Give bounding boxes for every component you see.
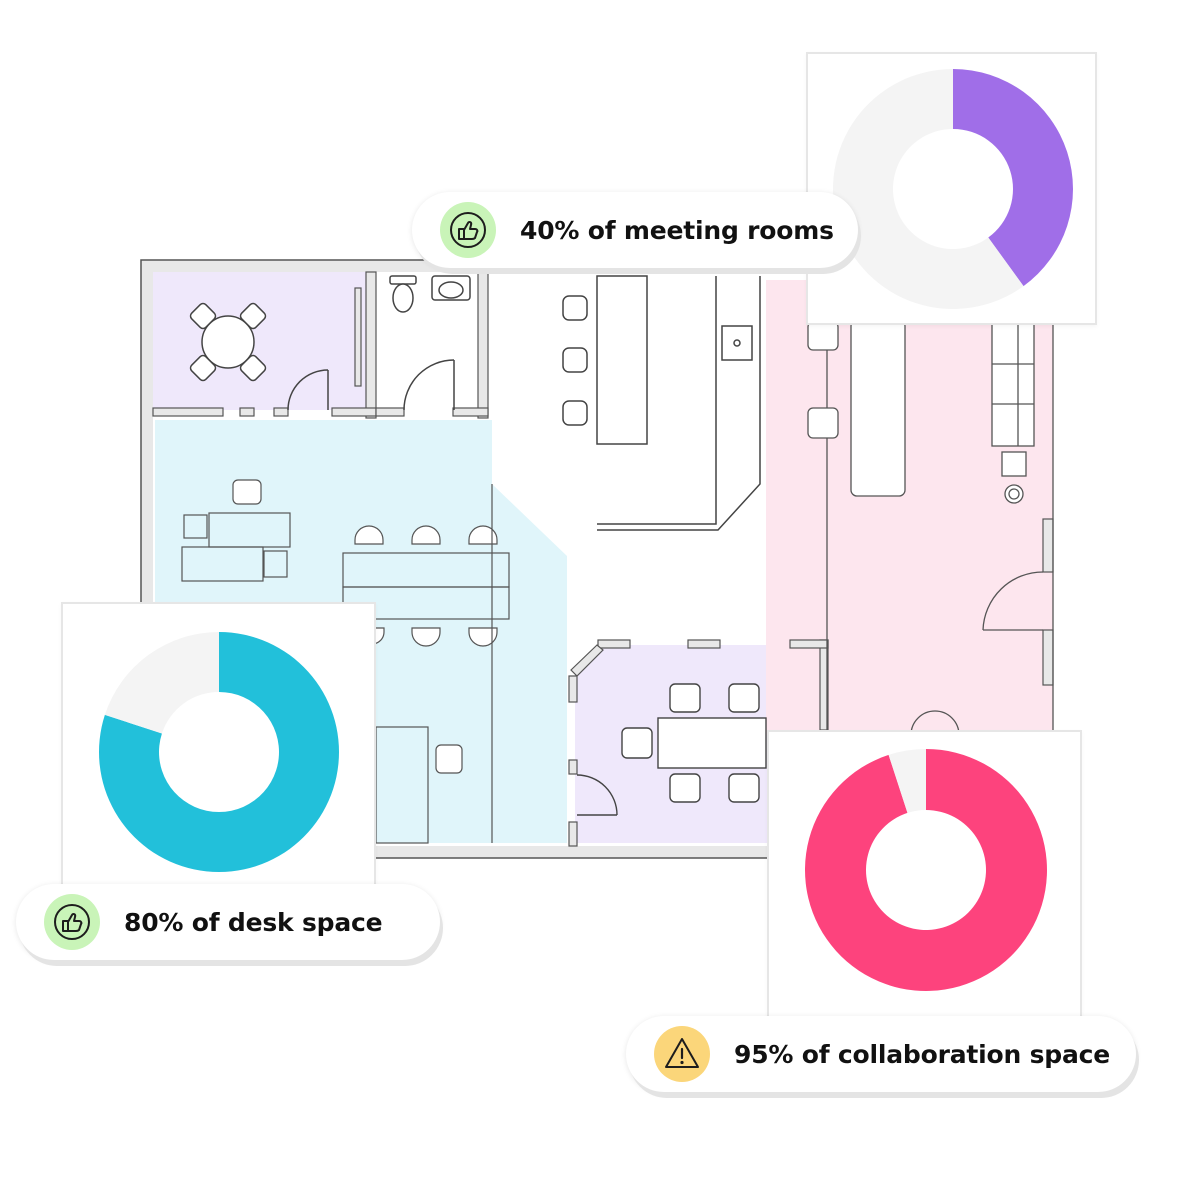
meeting-room-zone-top — [153, 272, 366, 410]
donut-slice-meeting-rooms — [953, 69, 1073, 287]
collaboration-zone-lower — [827, 640, 1053, 740]
desk-zone — [155, 420, 567, 843]
meeting-rooms-donut-card — [806, 52, 1097, 325]
collaboration-space-donut-card — [767, 730, 1082, 1030]
meeting-rooms-badge: 40% of meeting rooms — [412, 192, 858, 268]
kitchen-counter — [562, 275, 761, 531]
interior-walls — [152, 271, 1054, 847]
donut-slice-other — [833, 69, 1024, 309]
collaboration-space-label: 95% of collaboration space — [734, 1039, 1110, 1069]
collaboration-furniture — [807, 280, 1054, 736]
collaboration-space-donut-chart — [805, 749, 1047, 991]
donut-slice-other — [888, 749, 926, 813]
desk-space-label: 80% of desk space — [124, 907, 383, 937]
desk-space-donut-chart — [98, 632, 339, 872]
meeting-rooms-label: 40% of meeting rooms — [520, 215, 834, 245]
meeting-rooms-donut-chart — [833, 69, 1073, 309]
donut-slice-collaboration-space — [805, 749, 1047, 991]
desk-space-donut-card — [61, 602, 376, 902]
thumbs-up-icon — [44, 894, 100, 950]
donut-slice-other — [104, 632, 219, 734]
round-meeting-table — [189, 302, 267, 382]
collaboration-space-badge: 95% of collaboration space — [626, 1016, 1136, 1092]
restroom-fixtures — [287, 275, 471, 411]
donut-slice-desk-space — [98, 632, 339, 872]
warning-icon — [654, 1026, 710, 1082]
desk-space-badge: 80% of desk space — [16, 884, 440, 960]
thumbs-up-icon — [440, 202, 496, 258]
meeting-room-furniture — [576, 683, 767, 816]
